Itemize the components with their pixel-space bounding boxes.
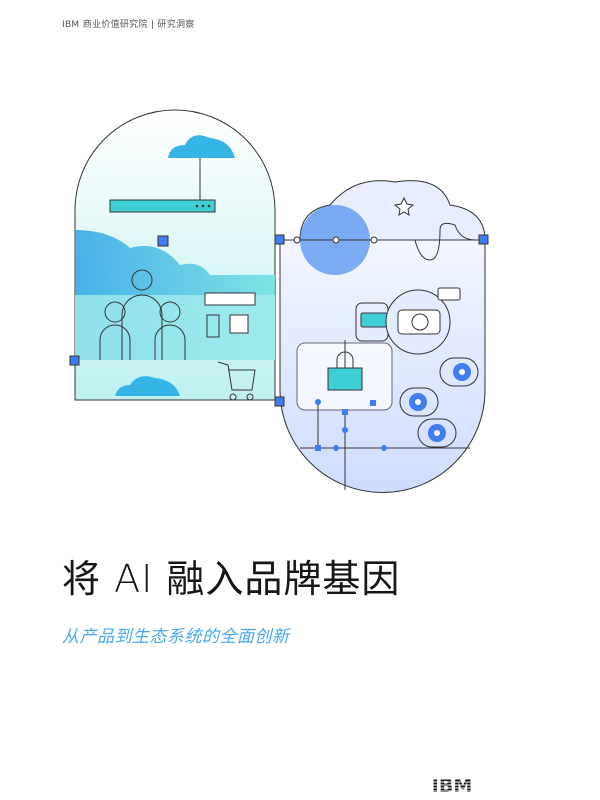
- cover-subtitle: 从产品到生态系统的全面创新: [62, 627, 290, 647]
- chat-dots-icon: [437, 287, 461, 301]
- lock-icon: [327, 367, 363, 391]
- cover-title: 将 AI 融入品牌基因: [62, 557, 401, 601]
- chat-bubble-icon: [360, 312, 388, 328]
- shopping-cart-icon: [217, 361, 256, 401]
- globe-icon: [411, 313, 429, 331]
- ibm-logo: IBM: [424, 775, 480, 795]
- cover-illustration: [69, 109, 489, 493]
- browser-window: [109, 199, 216, 213]
- report-series-label: IBM 商业价值研究院 | 研究洞察: [62, 20, 195, 30]
- people-icon: [99, 269, 186, 360]
- storefront-icon: [204, 292, 256, 338]
- cloud-icon: [168, 135, 235, 158]
- cloud-icon: [115, 376, 180, 396]
- star-icon: [393, 196, 415, 216]
